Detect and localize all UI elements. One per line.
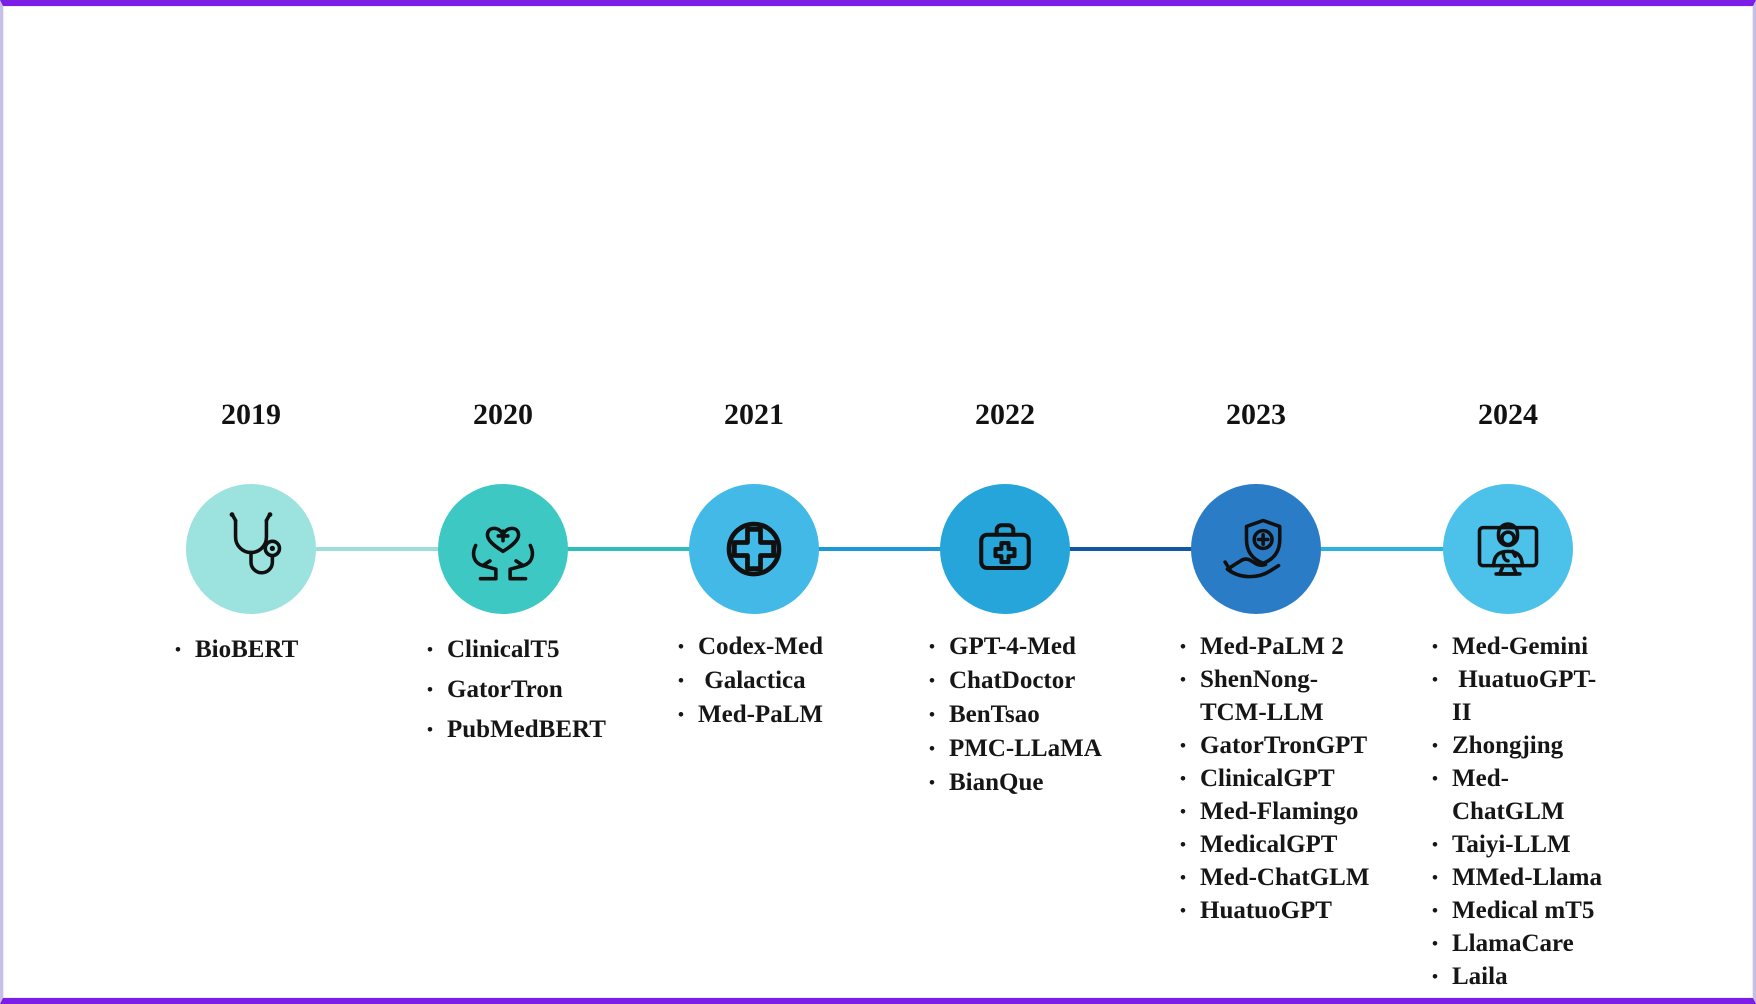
bullet-icon: • — [427, 720, 433, 739]
hands-holding-heart-icon — [471, 526, 535, 581]
model-list-item: •LlamaCare — [1432, 927, 1632, 960]
model-list-item: •ClinicalGPT — [1180, 762, 1380, 795]
bullet-icon: • — [1432, 934, 1438, 953]
bullet-icon: • — [1432, 637, 1438, 656]
stethoscope-icon — [229, 512, 282, 575]
timeline-connector-segment — [1256, 547, 1508, 551]
bullet-icon: • — [1180, 736, 1186, 755]
bullet-icon: • — [1432, 670, 1438, 689]
bullet-icon: • — [929, 671, 935, 690]
model-list-item: •Med-Flamingo — [1180, 795, 1380, 828]
era-circle — [689, 484, 819, 614]
model-list-item: •MMed-Llama — [1432, 861, 1632, 894]
model-list-item: •Med-ChatGLM — [1180, 861, 1380, 894]
timeline-column-2020: 2020 •ClinicalT5 •GatorTron •PubMedBERT — [377, 6, 629, 998]
bullet-icon: • — [1180, 868, 1186, 887]
model-list: •BioBERT — [175, 630, 375, 670]
year-label: 2022 — [975, 398, 1035, 431]
model-list-item: •Taiyi-LLM — [1432, 828, 1632, 861]
model-list: •Codex-Med • Galactica •Med-PaLM — [678, 630, 878, 732]
model-list-item: •ShenNong- TCM-LLM — [1180, 663, 1380, 729]
timeline-column-2019: 2019 •BioBERT — [125, 6, 377, 998]
model-list-item: •HuatuoGPT — [1180, 894, 1380, 927]
bullet-icon: • — [1432, 736, 1438, 755]
bullet-icon: • — [1180, 670, 1186, 689]
model-list-item: •MedicalGPT — [1180, 828, 1380, 861]
timeline-column-2022: 2022 •GPT-4-Med •ChatDoctor •BenTsao •PM… — [879, 6, 1131, 998]
bullet-icon: • — [1432, 868, 1438, 887]
timeline-connector-segment — [503, 547, 754, 551]
year-label: 2019 — [221, 398, 281, 431]
model-list-item: •GatorTronGPT — [1180, 729, 1380, 762]
era-circle — [940, 484, 1070, 614]
model-list-item: •Codex-Med — [678, 630, 878, 664]
era-circle — [438, 484, 568, 614]
year-label: 2021 — [724, 398, 784, 431]
bullet-icon: • — [1180, 769, 1186, 788]
bullet-icon: • — [929, 773, 935, 792]
model-list: •GPT-4-Med •ChatDoctor •BenTsao •PMC-LLa… — [929, 630, 1129, 800]
shield-cross-hand-icon — [1223, 518, 1282, 579]
model-list-item: • HuatuoGPT- II — [1432, 663, 1632, 729]
bullet-icon: • — [1432, 901, 1438, 920]
telemedicine-monitor-icon — [1477, 522, 1539, 576]
model-list-item: •PubMedBERT — [427, 710, 627, 750]
timeline-column-2021: 2021 •Codex-Med • Galactica •Med-PaLM — [628, 6, 880, 998]
model-list-item: •BianQue — [929, 766, 1129, 800]
timeline-column-2023: 2023 •Med-PaLM 2 •ShenNong- TCM-LLM •Gat… — [1130, 6, 1382, 998]
bullet-icon: • — [929, 637, 935, 656]
bullet-icon: • — [678, 637, 684, 656]
timeline-connector-segment — [251, 547, 503, 551]
model-list-item: • Galactica — [678, 664, 878, 698]
timeline-connector-segment — [1005, 547, 1256, 551]
model-list-item: •BioBERT — [175, 630, 375, 670]
bullet-icon: • — [1432, 967, 1438, 986]
bullet-icon: • — [1180, 901, 1186, 920]
bullet-icon: • — [929, 705, 935, 724]
model-list-item: •BenTsao — [929, 698, 1129, 732]
model-list-item: •Med-Gemini — [1432, 630, 1632, 663]
timeline-column-2024: 2024 •Med-Gemini • HuatuoGPT- II •Zhongj… — [1382, 6, 1634, 998]
bullet-icon: • — [1180, 802, 1186, 821]
year-label: 2023 — [1226, 398, 1286, 431]
year-label: 2024 — [1478, 398, 1538, 431]
model-list-item: •GPT-4-Med — [929, 630, 1129, 664]
bullet-icon: • — [678, 705, 684, 724]
bullet-icon: • — [1432, 835, 1438, 854]
model-list-item: •Medical mT5 — [1432, 894, 1632, 927]
bullet-icon: • — [1432, 769, 1438, 788]
first-aid-kit-icon — [979, 523, 1031, 571]
era-circle — [1191, 484, 1321, 614]
timeline-connector-segment — [754, 547, 1005, 551]
bullet-icon: • — [1180, 835, 1186, 854]
bullet-icon: • — [175, 640, 181, 659]
bullet-icon: • — [427, 640, 433, 659]
model-list-item: •ClinicalT5 — [427, 630, 627, 670]
era-circle — [186, 484, 316, 614]
bullet-icon: • — [678, 671, 684, 690]
model-list-item: •Laila — [1432, 960, 1632, 993]
era-circle — [1443, 484, 1573, 614]
model-list-item: •GatorTron — [427, 670, 627, 710]
model-list: •Med-Gemini • HuatuoGPT- II •Zhongjing •… — [1432, 630, 1632, 993]
year-label: 2020 — [473, 398, 533, 431]
model-list-item: •ChatDoctor — [929, 664, 1129, 698]
medical-cross-circle-icon — [726, 521, 782, 577]
model-list-item: •PMC-LLaMA — [929, 732, 1129, 766]
model-list: •Med-PaLM 2 •ShenNong- TCM-LLM •GatorTro… — [1180, 630, 1380, 927]
model-list-item: •Zhongjing — [1432, 729, 1632, 762]
bullet-icon: • — [1180, 637, 1186, 656]
model-list: •ClinicalT5 •GatorTron •PubMedBERT — [427, 630, 627, 750]
bullet-icon: • — [427, 680, 433, 699]
model-list-item: •Med-PaLM 2 — [1180, 630, 1380, 663]
model-list-item: •Med- ChatGLM — [1432, 762, 1632, 828]
model-list-item: •Med-PaLM — [678, 698, 878, 732]
bullet-icon: • — [929, 739, 935, 758]
